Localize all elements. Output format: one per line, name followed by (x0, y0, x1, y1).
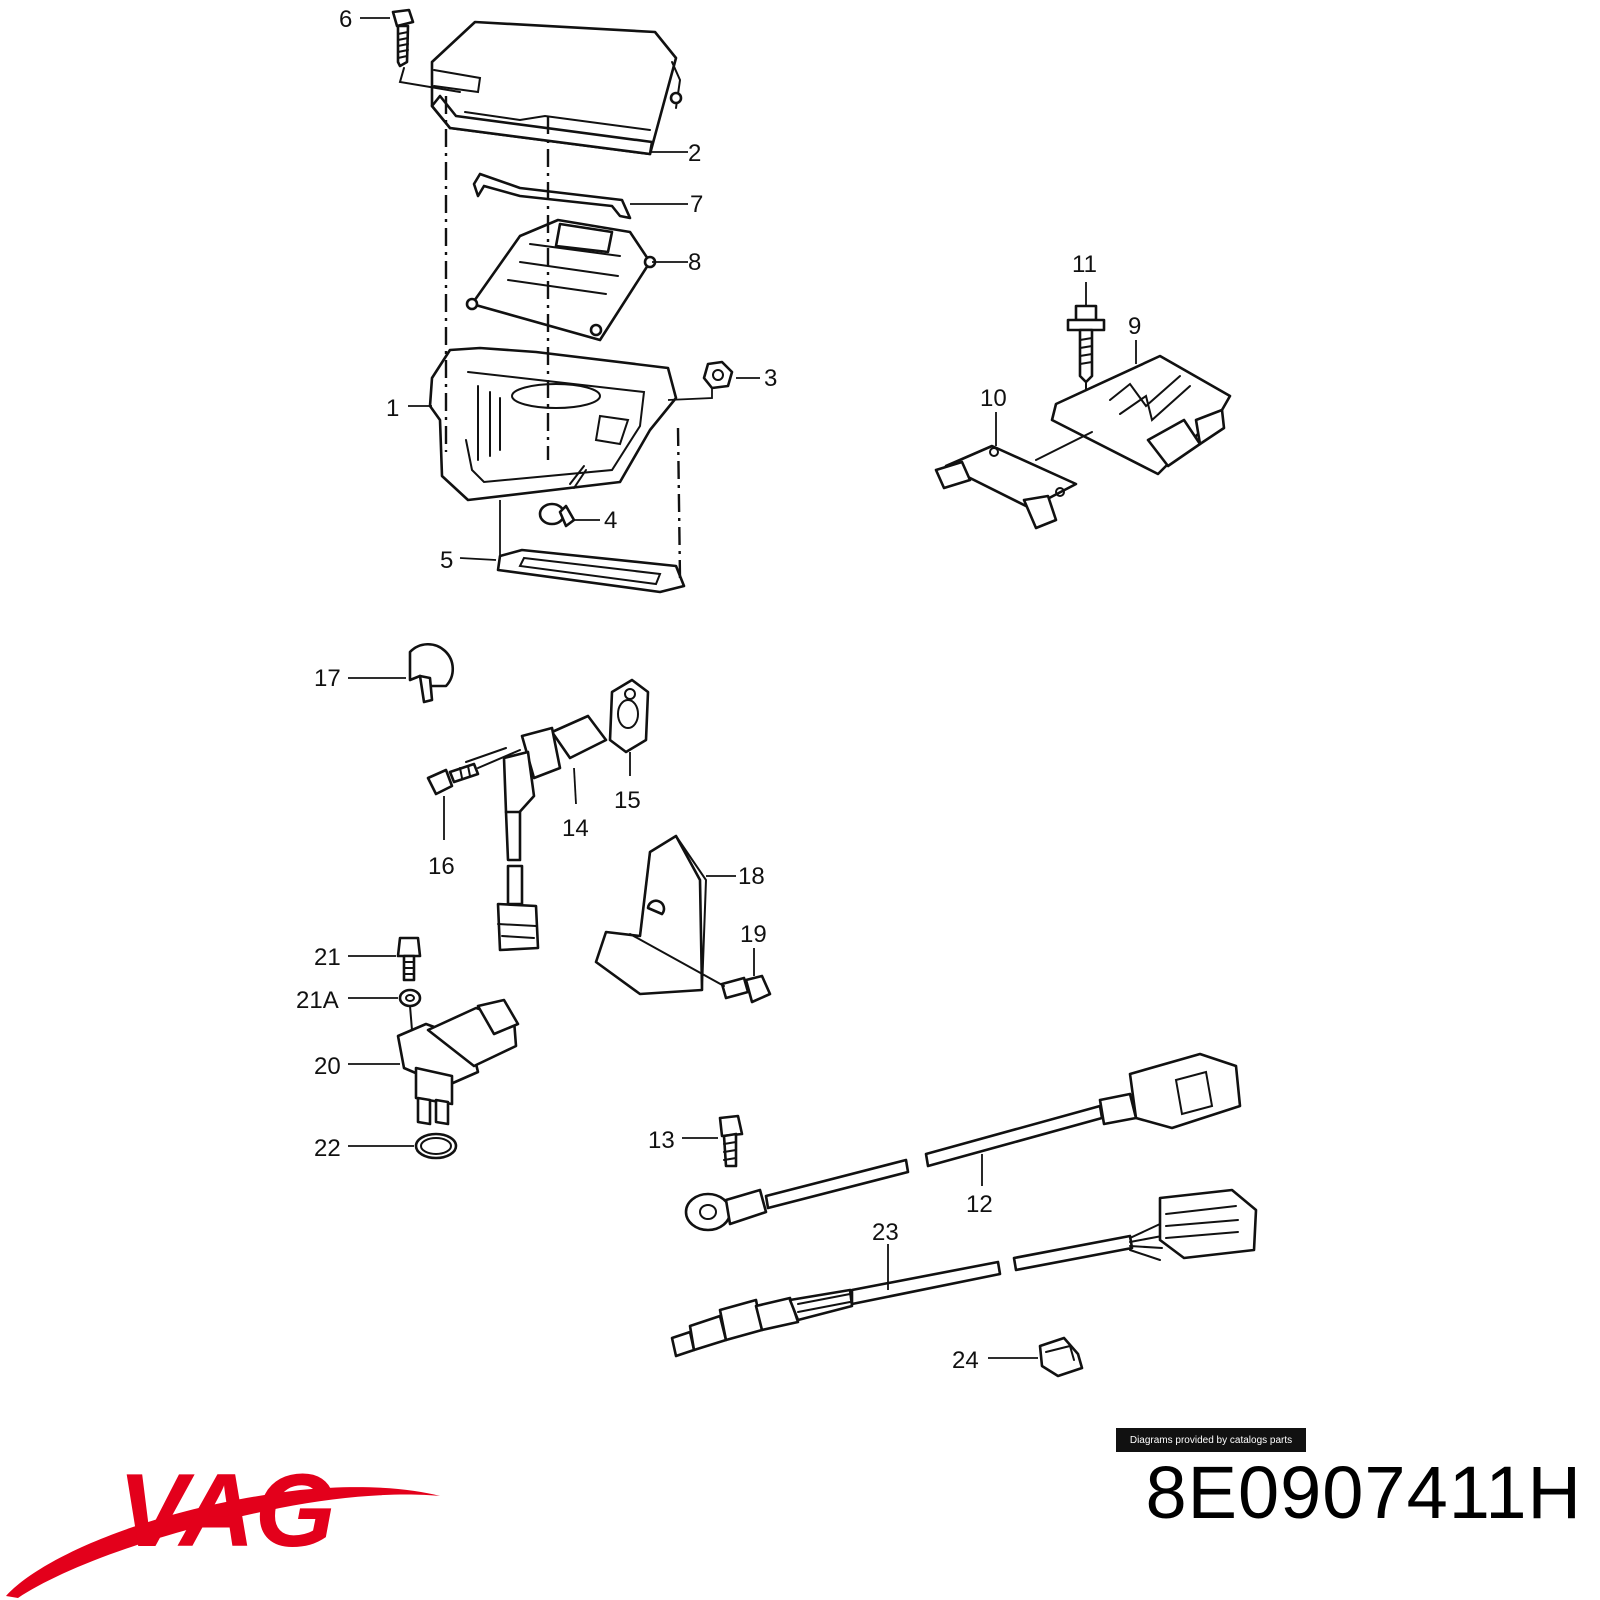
part-12-knock-sensor[interactable] (684, 1052, 1242, 1232)
part-11-bolt[interactable] (1066, 282, 1106, 403)
part-6-screw[interactable] (360, 8, 415, 68)
callout-12: 12 (966, 1191, 993, 1218)
bracket-assembly (934, 282, 1232, 530)
sensor-group-lower (348, 936, 520, 1160)
part-13-bolt[interactable] (682, 1114, 744, 1168)
callout-9: 9 (1128, 313, 1141, 340)
callout-21: 21 (314, 944, 341, 971)
part-number: 8E0907411H (1145, 1451, 1582, 1534)
part-7-bracket[interactable] (472, 172, 688, 220)
callout-22: 22 (314, 1135, 341, 1162)
logo-text: VAG (118, 1453, 336, 1569)
part-20-pressure-sensor[interactable] (348, 998, 520, 1126)
callout-1: 1 (386, 395, 399, 422)
callout-4: 4 (604, 507, 617, 534)
callout-2: 2 (688, 140, 701, 167)
callout-7: 7 (690, 191, 703, 218)
part-14-speed-sensor[interactable] (496, 714, 608, 952)
logo-swoosh (6, 1487, 440, 1598)
part-4-grommet[interactable] (538, 465, 600, 528)
part-3-nut[interactable] (667, 360, 760, 401)
callout-labels: 6 2 7 8 3 1 4 5 11 9 10 17 15 14 16 18 1… (296, 6, 1141, 1374)
callout-17: 17 (314, 665, 341, 692)
part-23-lambda-probe[interactable] (670, 1188, 1258, 1358)
alignment-line (676, 427, 682, 579)
part-19-bolt[interactable] (629, 933, 772, 1004)
diagram-credit-badge: Diagrams provided by catalogs parts (1116, 1428, 1306, 1452)
part-1-housing[interactable] (408, 346, 678, 502)
callout-6: 6 (339, 6, 352, 33)
callout-8: 8 (688, 249, 701, 276)
sensor-axis-line (465, 747, 507, 763)
sensor-group-right (670, 1052, 1258, 1378)
part-21-bolt[interactable] (348, 936, 422, 982)
callout-24: 24 (952, 1347, 979, 1374)
sensor-group-middle (348, 642, 772, 1004)
part-24-clip[interactable] (988, 1336, 1084, 1378)
vag-logo: VAG (6, 1453, 440, 1598)
callout-23-label: 23 (872, 1219, 899, 1246)
callout-5: 5 (440, 547, 453, 574)
part-22-o-ring[interactable] (348, 1132, 458, 1160)
callout-18: 18 (738, 863, 765, 890)
callout-16: 16 (428, 853, 455, 880)
part-18-bracket[interactable] (594, 834, 736, 996)
callout-11: 11 (1072, 251, 1097, 278)
callout-14: 14 (562, 815, 589, 842)
callout-3: 3 (764, 365, 777, 392)
callout-19: 19 (740, 921, 767, 948)
part-15-seal[interactable] (608, 678, 650, 776)
callout-10: 10 (980, 385, 1007, 412)
part-2-cover[interactable] (430, 20, 688, 156)
part-8-control-module[interactable] (465, 218, 688, 342)
callout-21a: 21A (296, 987, 339, 1014)
callout-20: 20 (314, 1053, 341, 1080)
part-21a-washer[interactable] (348, 988, 422, 1008)
callout-15: 15 (614, 787, 641, 814)
part-10-mounting-plate[interactable] (934, 412, 1093, 530)
ecu-assembly (360, 8, 760, 594)
part-9-module[interactable] (1050, 340, 1232, 476)
part-16-bolt[interactable] (426, 749, 521, 840)
part-5-gasket[interactable] (459, 500, 686, 594)
callout-13: 13 (648, 1127, 675, 1154)
part-17-clip[interactable] (348, 642, 454, 704)
